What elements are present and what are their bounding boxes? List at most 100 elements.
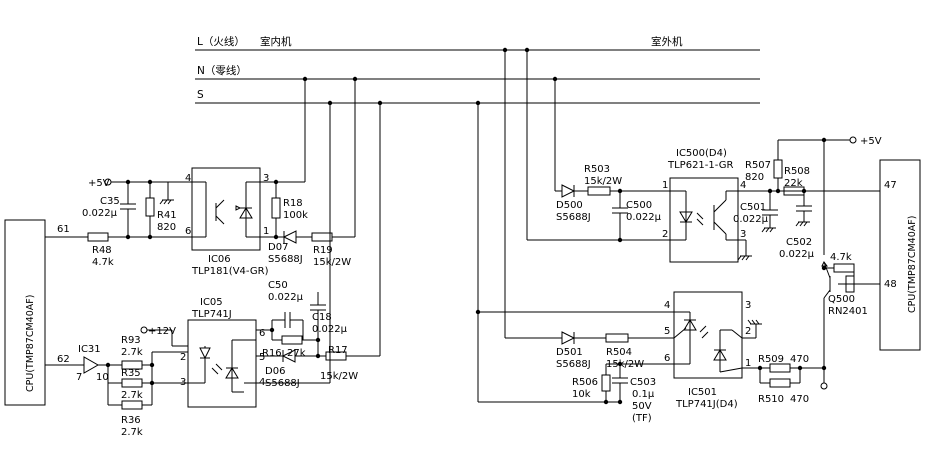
c35-value: 0.022μ <box>82 208 118 219</box>
c503-voltage: 50V <box>632 401 652 412</box>
ic501-pin-2: 2 <box>745 326 751 337</box>
r19-ref: R19 <box>313 245 333 256</box>
ic500-section-dots <box>617 137 827 271</box>
ic06-chip <box>191 167 261 251</box>
ic500-pin-1: 1 <box>662 180 668 191</box>
r506-value: 10k <box>572 389 591 400</box>
r510-ref: R510 <box>758 394 784 405</box>
cpu-right-label: CPU(TMP87CM40AF) <box>907 216 918 313</box>
ic06-pin-1: 1 <box>263 226 269 237</box>
cpu-left-pin-61: 61 <box>57 224 70 235</box>
r19-value: 15k/2W <box>313 257 351 268</box>
r35-ref: R35 <box>121 368 141 379</box>
r18-value: 100k <box>283 210 308 221</box>
ic500-pin-4: 4 <box>740 180 746 191</box>
ic06-internals <box>192 181 260 238</box>
cpu-right-pin-48: 48 <box>884 279 897 290</box>
q500-part: RN2401 <box>828 306 868 317</box>
c502-ref: C502 <box>786 237 812 248</box>
ic500-name: IC500(D4) <box>676 148 727 159</box>
ic501-section-wiring <box>477 50 824 403</box>
d500-value: S5688J <box>556 212 591 223</box>
bus-s-label: S <box>197 89 204 101</box>
r17-ref: R17 <box>328 345 348 356</box>
r48-ref: R48 <box>92 245 112 256</box>
r41-value: 820 <box>157 222 176 233</box>
ic06-pin-4: 4 <box>185 173 191 184</box>
ic31-name: IC31 <box>78 344 101 355</box>
r503-value: 15k/2W <box>584 176 622 187</box>
ic05-section-dots <box>105 327 321 386</box>
plus5v-left-label: +5V <box>88 178 110 189</box>
d500-ref: D500 <box>556 200 583 211</box>
ic501-pin-6: 6 <box>664 353 670 364</box>
c501-value: 0.022μ <box>733 214 769 225</box>
d07-value: S5688J <box>268 254 303 265</box>
c50-ref: C50 <box>268 280 288 291</box>
ic06-section-dots <box>125 179 279 240</box>
ic05-pin-5: 5 <box>259 352 265 363</box>
r503-ref: R503 <box>584 164 610 175</box>
r16-ref: R16 <box>262 348 282 359</box>
cpu-right-pin-47: 47 <box>884 180 897 191</box>
r507-ref: R507 <box>745 160 771 171</box>
ic05-part: TLP741J <box>191 309 232 320</box>
ic06-name: IC06 <box>208 254 231 265</box>
ic500-pin-3: 3 <box>740 229 746 240</box>
c503-ref: C503 <box>630 377 656 388</box>
ic05-pin-4: 4 <box>259 377 265 388</box>
ic501-name: IC501 <box>688 387 717 398</box>
bus-indoor-label: 室内机 <box>260 35 292 48</box>
ic31-pin-7: 7 <box>76 372 82 383</box>
cpu-left-box <box>4 219 46 406</box>
ic31-pin-10: 10 <box>96 372 109 383</box>
c501-ref: C501 <box>740 202 766 213</box>
ic05-pin-6: 6 <box>259 328 265 339</box>
ic05-name: IC05 <box>200 297 223 308</box>
ic501-pin-3: 3 <box>745 300 751 311</box>
ic500-part: TLP621-1-GR <box>667 160 733 171</box>
c500-ref: C500 <box>626 200 652 211</box>
r93-value: 2.7k <box>121 347 143 358</box>
bus-n-label: N（零线） <box>197 64 247 77</box>
r41-ref: R41 <box>157 210 177 221</box>
r504-value: 15k/2W <box>606 359 644 370</box>
c503-value: 0.1μ <box>632 389 655 400</box>
ic06-pin-3: 3 <box>263 173 269 184</box>
ic501-chip <box>673 291 743 379</box>
r509-value: 470 <box>790 354 809 365</box>
r504-ref: R504 <box>606 347 632 358</box>
ic501-pin-1: 1 <box>745 358 751 369</box>
cpu-left-pin-62: 62 <box>57 354 70 365</box>
c50-value: 0.022μ <box>268 292 304 303</box>
ic501-section-dots <box>475 309 827 405</box>
plus5v-right-label: +5V <box>860 136 882 147</box>
r510-value: 470 <box>790 394 809 405</box>
ic06-pin-6: 6 <box>185 226 191 237</box>
r17-value: 15k/2W <box>320 371 358 382</box>
ic501-part: TLP741J(D4) <box>675 399 738 410</box>
bus-l-label: L（火线） <box>197 35 245 48</box>
q500-resistor-value: 4.7k <box>830 252 852 263</box>
ic05-internals <box>188 339 256 393</box>
r36-ref: R36 <box>121 415 141 426</box>
bus-junctions <box>302 47 558 106</box>
d501-ref: D501 <box>556 347 583 358</box>
ic501-internals <box>673 311 743 373</box>
q500-name: Q500 <box>828 294 855 305</box>
r16-value: 27k <box>287 348 306 359</box>
d07-ref: D07 <box>268 242 288 253</box>
r48-value: 4.7k <box>92 257 114 268</box>
r18-ref: R18 <box>283 198 303 209</box>
c18-ref: C18 <box>312 312 332 323</box>
ic500-chip <box>669 177 739 263</box>
plus12v-label: +12V <box>148 326 176 337</box>
ic500-internals <box>670 190 738 241</box>
r36-value: 2.7k <box>121 427 143 438</box>
d06-value: S5688J <box>265 378 300 389</box>
r35-value: 2.7k <box>121 390 143 401</box>
r509-ref: R509 <box>758 354 784 365</box>
r506-ref: R506 <box>572 377 598 388</box>
c35-ref: C35 <box>100 196 120 207</box>
